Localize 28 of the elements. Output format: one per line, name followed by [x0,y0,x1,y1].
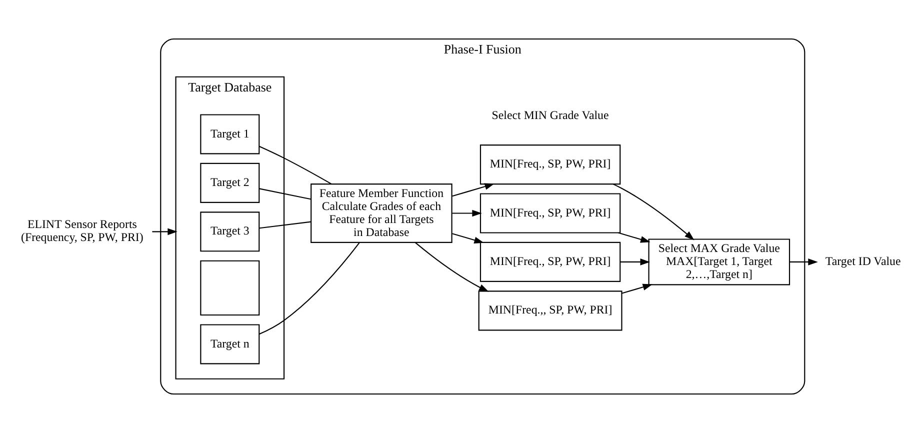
connector [259,145,332,184]
node-box: MIN[Freq., SP, PW, PRI] [480,192,621,233]
connector [259,188,311,200]
arrow [415,242,489,292]
node-box: Target 1 [200,114,260,154]
arrow [452,182,494,196]
node-box: Target 2 [200,162,260,202]
node-box: MIN[Freq.,, SP, PW, PRI] [478,290,622,330]
arrow [152,228,178,235]
arrow [613,183,694,240]
arrow [620,258,650,265]
node-box [200,260,260,316]
label: Select MIN Grade Value [492,107,609,122]
node-box: Feature Member Function Calculate Grades of each Feature for all Targets in Database [310,183,452,243]
arrow [618,232,650,242]
connector [259,220,311,228]
node-text: ELINT Sensor Reports (Frequency, SP, PW, PRI) [21,216,144,244]
node-box: MIN[Freq., SP, PW, PRI] [480,144,621,184]
node-box: Target n [200,324,260,364]
node-box: Target 3 [200,211,260,252]
node-box: MIN[Freq., SP, PW, PRI] [480,241,621,282]
arrow [452,209,482,216]
arrow [622,283,653,294]
connector [258,242,360,334]
arrow [452,232,484,243]
arrow [790,258,818,265]
node-box: Select MAX Grade Value MAX[Target 1, Target 2,…,Target n] [648,238,790,285]
node-text: Target ID Value [825,253,901,268]
